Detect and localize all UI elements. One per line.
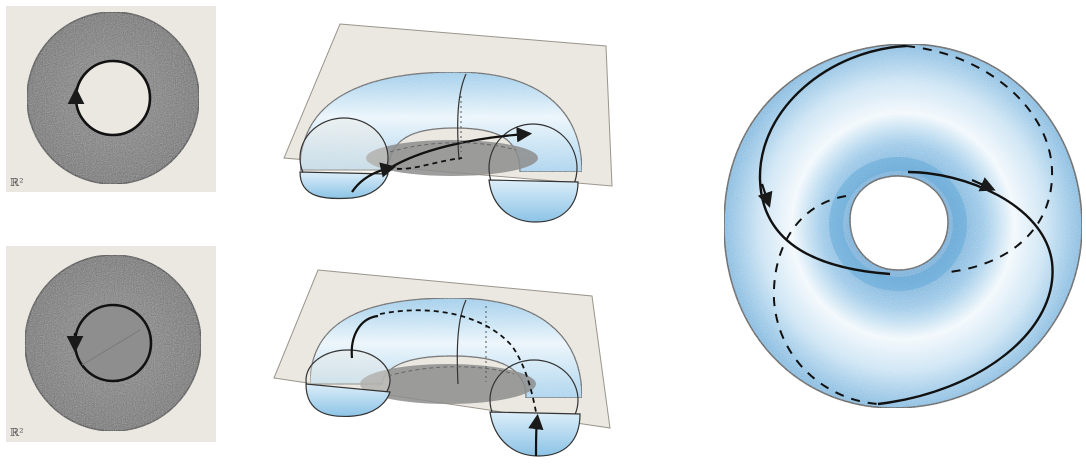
half-torus-bottom xyxy=(274,270,610,456)
plane-label: ℝ² xyxy=(10,426,24,439)
inner-shadow xyxy=(836,164,960,284)
right-tube-bottom xyxy=(489,180,578,222)
left-tube-bottom xyxy=(300,172,388,199)
plane-label: ℝ² xyxy=(10,176,24,189)
loop-path-lower xyxy=(536,420,537,456)
torus-body xyxy=(724,44,1082,408)
planar-annulus-bottom: ℝ² xyxy=(6,246,216,442)
full-torus xyxy=(724,44,1082,408)
planar-annulus-top: ℝ² xyxy=(6,6,216,192)
half-torus-top xyxy=(284,24,612,222)
